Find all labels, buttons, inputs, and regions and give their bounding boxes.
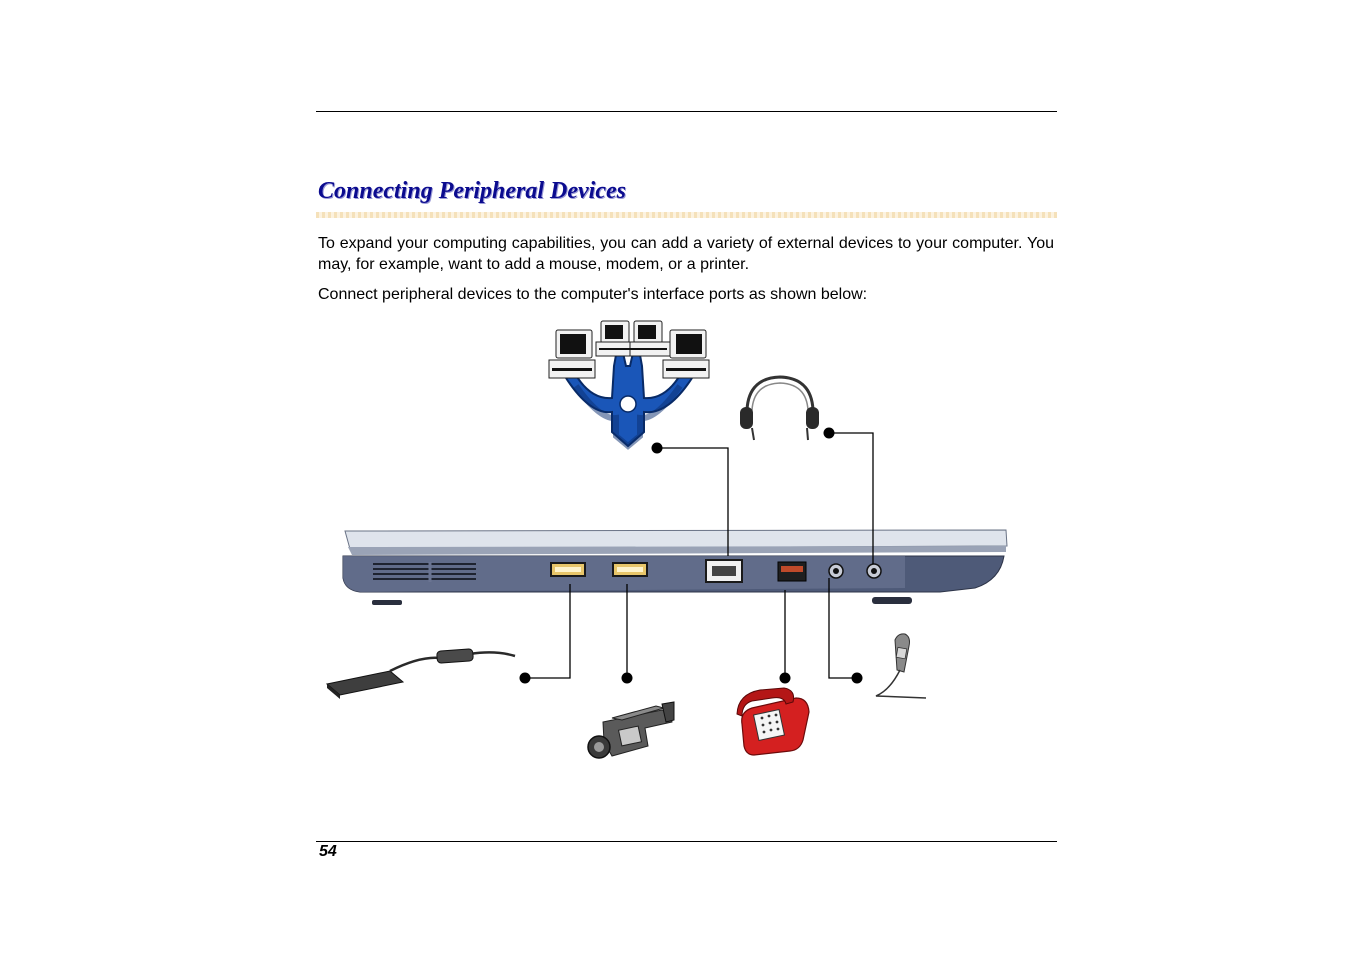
usb-port xyxy=(612,562,648,577)
page-number: 54 xyxy=(319,843,337,860)
callout-dots xyxy=(519,427,863,684)
intro-paragraph: To expand your computing capabilities, y… xyxy=(318,235,1054,273)
bottom-rule xyxy=(316,841,1057,842)
usb-port xyxy=(550,562,586,577)
page-title: Connecting Peripheral Devices xyxy=(318,178,626,204)
lan-port xyxy=(705,559,743,583)
callout-lines xyxy=(525,432,874,679)
telephone-icon xyxy=(736,687,810,756)
microphone-jack xyxy=(828,563,844,579)
headphone-jack xyxy=(866,563,882,579)
microphone-icon xyxy=(875,633,927,699)
camcorder-icon xyxy=(587,701,675,759)
network-icon xyxy=(548,320,710,450)
title-underline xyxy=(316,212,1057,218)
modem-port xyxy=(777,561,807,582)
headphones-icon xyxy=(740,375,819,441)
instruction-paragraph: Connect peripheral devices to the comput… xyxy=(318,286,868,303)
laptop-side-view xyxy=(342,529,1008,605)
top-rule xyxy=(316,111,1057,112)
pc-card-icon xyxy=(325,648,516,699)
